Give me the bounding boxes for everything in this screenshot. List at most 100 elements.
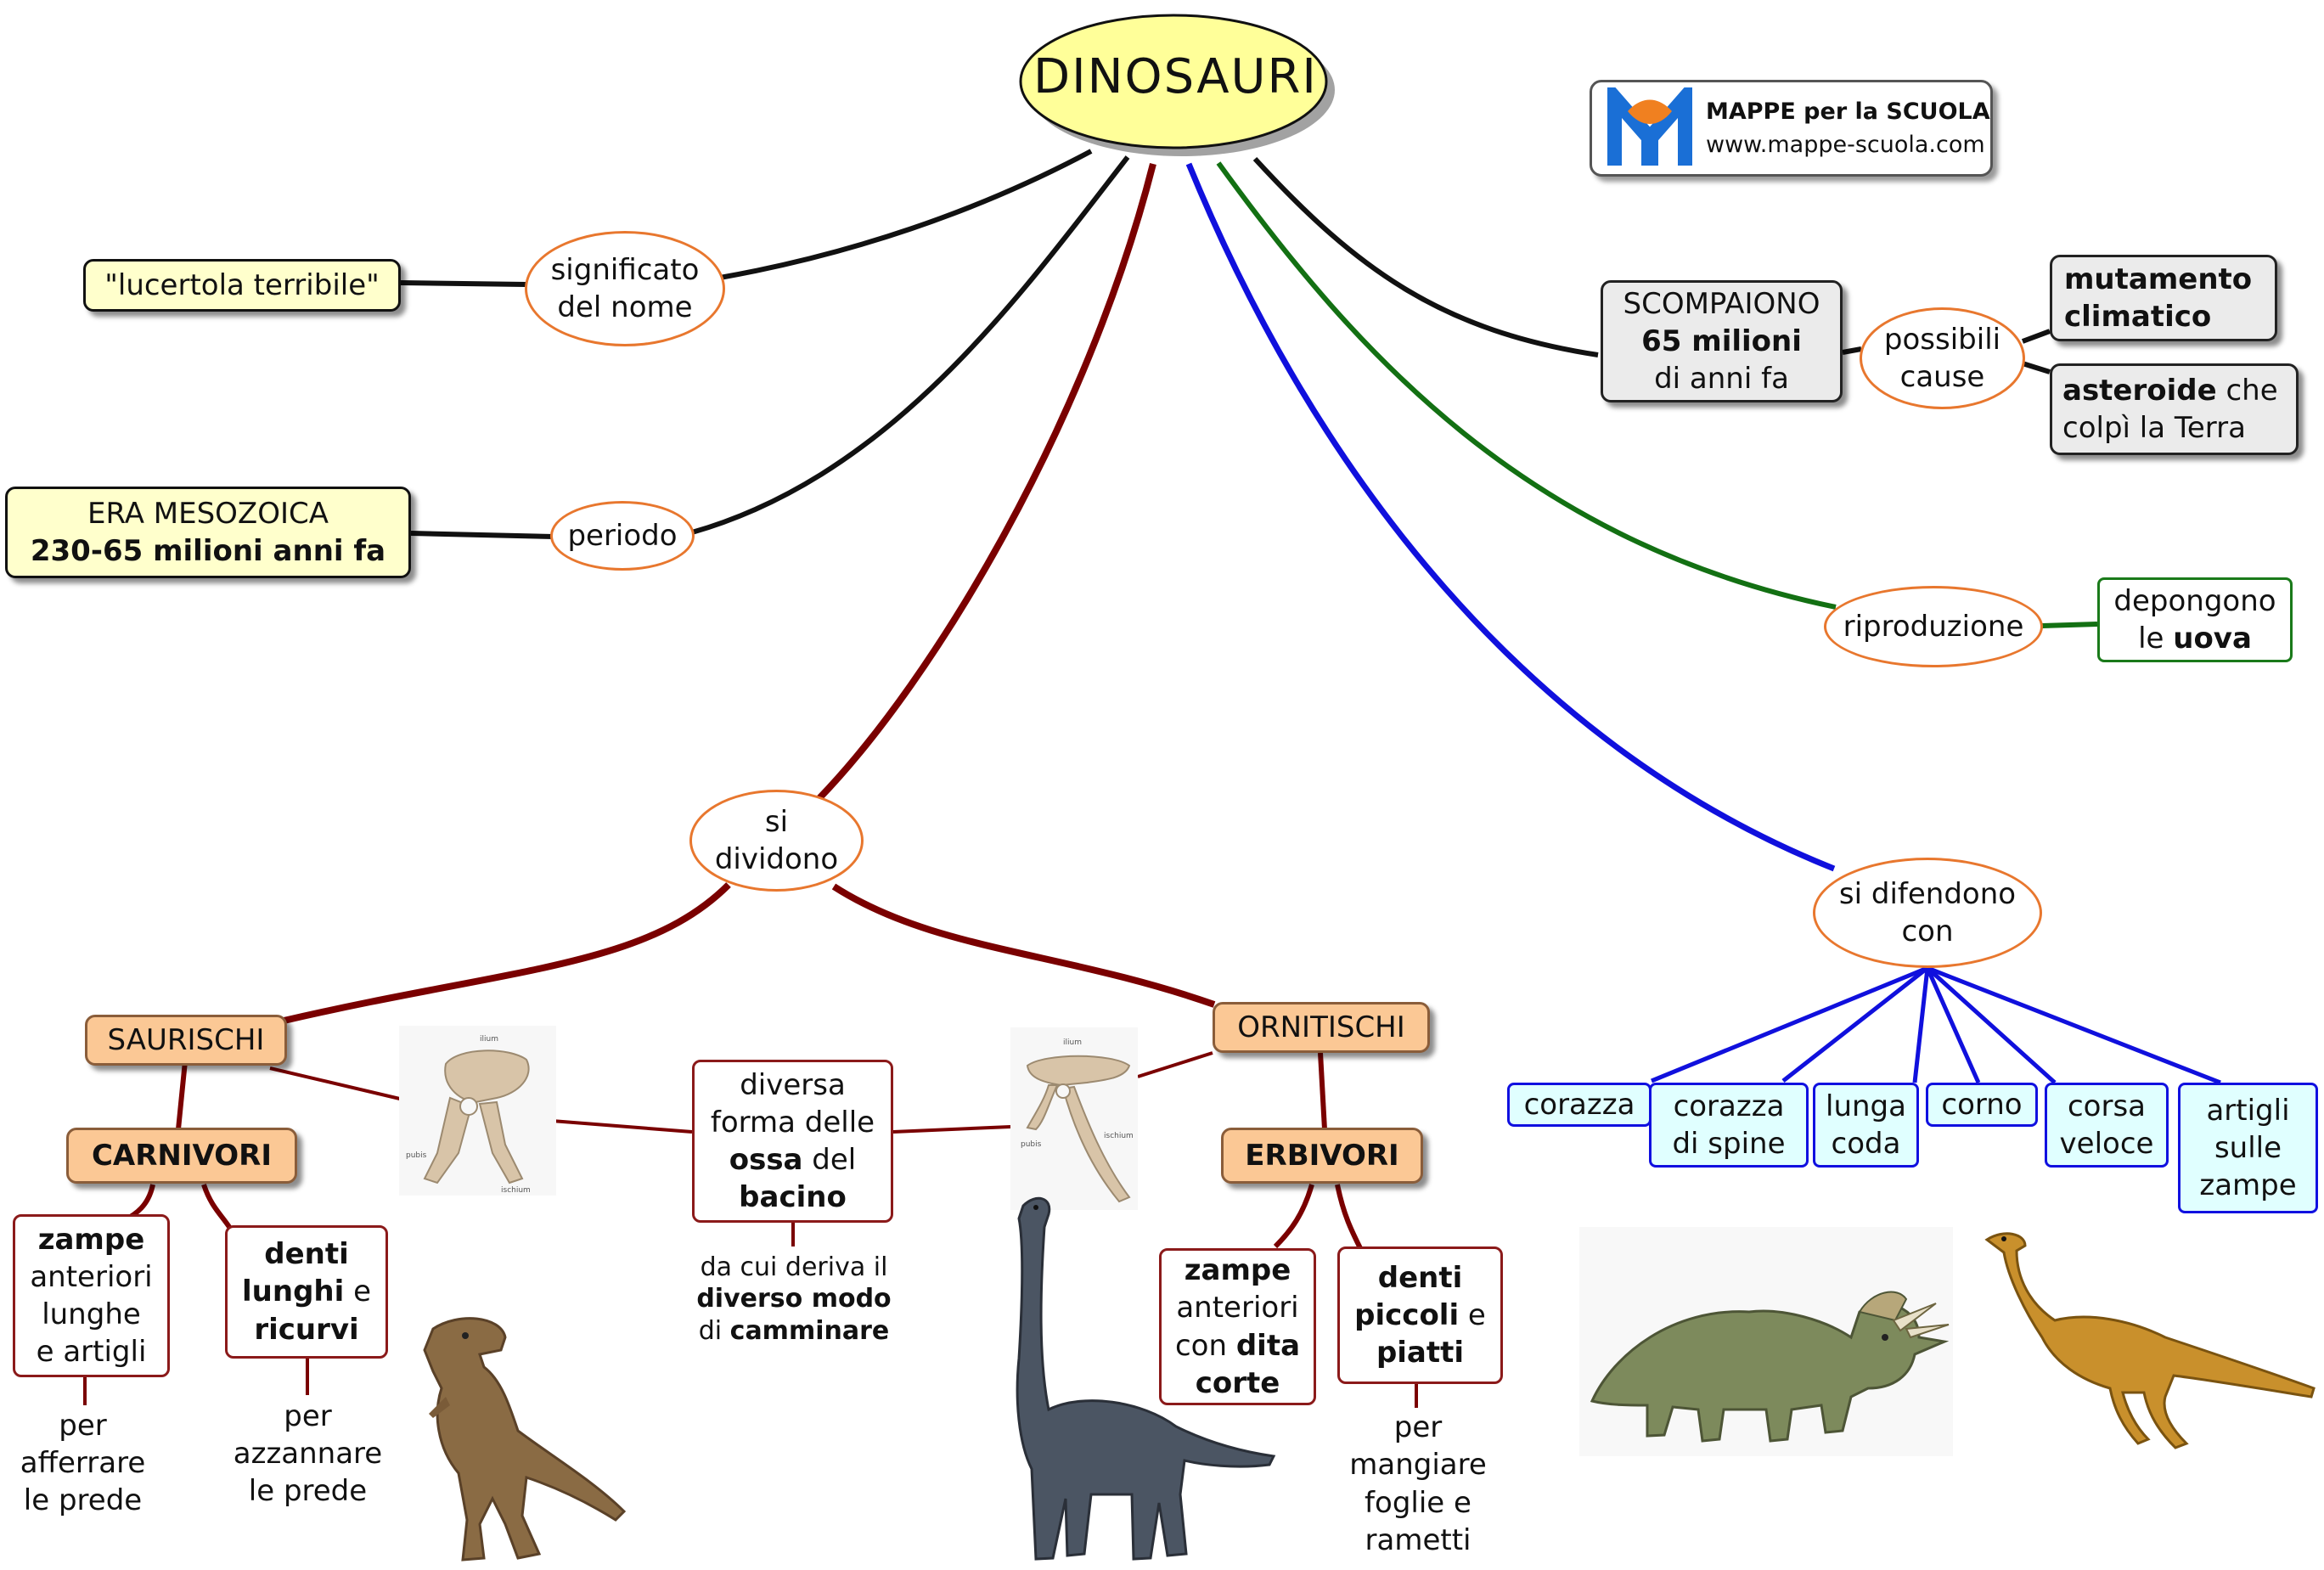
zampe-c-2: anteriori	[30, 1259, 153, 1294]
difesa-item-3-line-2: coda	[1831, 1127, 1901, 1161]
denti-e-1: denti	[1377, 1260, 1463, 1295]
zampe-e-3-plain: con	[1174, 1328, 1236, 1363]
denti-c-purpose-2: azzannare	[233, 1436, 383, 1471]
denti-carnivori-purpose: per azzannare le prede	[225, 1394, 391, 1513]
bacino-note-2: diverso modo	[696, 1284, 892, 1314]
link-root-periodo	[691, 155, 1130, 535]
logo-title: MAPPE per la SCUOLA	[1706, 98, 1990, 125]
bacino-note-3-plain: di	[698, 1315, 730, 1346]
cause-b-2: colpì la Terra	[2062, 411, 2246, 445]
denti-e-2-rest: e	[1459, 1297, 1486, 1332]
bacino-line-4: bacino	[739, 1180, 847, 1215]
bacino-note-1: da cui deriva il	[700, 1252, 888, 1282]
link-erbivori-denti	[1335, 1184, 1363, 1250]
link-periodo-value	[410, 531, 554, 539]
dividono-label-2: dividono	[714, 842, 839, 876]
link-dividono-saurischi	[279, 882, 731, 1025]
zampe-c-purpose-3: le prede	[23, 1483, 143, 1518]
difesa-item-6-line-3: zampe	[2199, 1168, 2297, 1203]
t-rex-illustration	[423, 1317, 627, 1562]
link-difendono-item-6	[1927, 965, 2221, 1085]
scompaiono-box: SCOMPAIONO 65 milioni di anni fa	[1601, 280, 1843, 402]
difesa-item-1-line-1: corazza	[1523, 1087, 1635, 1122]
zampe-c-4: e artigli	[36, 1335, 147, 1370]
link-root-riproduzione	[1216, 161, 1837, 610]
denti-e-purpose-1: per	[1393, 1410, 1443, 1445]
erbivori-label: ERBIVORI	[1245, 1138, 1399, 1173]
link-scompaiono-cause	[1842, 346, 1862, 355]
mappe-scuola-logo[interactable]: MAPPE per la SCUOLA www.mappe-scuola.com	[1590, 80, 1993, 177]
bacino-line-2: forma delle	[710, 1105, 875, 1140]
denti-e-purpose-2: mangiare	[1349, 1448, 1487, 1483]
triceratops-illustration	[1579, 1227, 1953, 1456]
brachiosaurus-illustration	[1016, 1196, 1276, 1561]
zampe-c-1: zampe	[37, 1222, 145, 1257]
zampe-e-1: zampe	[1184, 1253, 1291, 1288]
denti-c-2-rest: e	[344, 1275, 371, 1309]
root-oval-shape	[1019, 14, 1335, 156]
difesa-item-5-line-1: corsa	[2067, 1089, 2147, 1123]
riproduzione-value-2-plain: le	[2138, 622, 2174, 656]
link-saurischi-carnivori	[176, 1061, 188, 1130]
denti-c-3: ricurvi	[254, 1312, 359, 1347]
bacino-box: diversa forma delle ossa del bacino	[692, 1060, 893, 1223]
difesa-item-3-line-1: lunga	[1826, 1089, 1906, 1123]
bacino-note: da cui deriva il diverso modo di cammina…	[679, 1248, 909, 1350]
zampe-carnivori-purpose: per afferrare le prede	[0, 1404, 166, 1522]
carnivori-label: CARNIVORI	[91, 1138, 272, 1173]
periodo-node: periodo	[550, 501, 695, 571]
link-ornitischi-erbivori	[1318, 1052, 1327, 1130]
ornitischi-label: ORNITISCHI	[1237, 1010, 1405, 1044]
difesa-item-artigli: artigli sulle zampe	[2178, 1083, 2318, 1213]
significato-label-2: del nome	[557, 290, 693, 324]
root-title: DINOSAURI	[1033, 48, 1318, 104]
saurischi-box: SAURISCHI	[85, 1015, 287, 1066]
mappe-scuola-logo-icon	[1607, 87, 1692, 166]
denti-e-purpose-3: foglie e	[1365, 1485, 1471, 1520]
zampe-c-3: lunghe	[42, 1297, 141, 1331]
riproduzione-label: riproduzione	[1843, 609, 2024, 644]
link-carnivori-denti	[201, 1184, 232, 1229]
periodo-value-box: ERA MESOZOICA 230-65 milioni anni fa	[5, 487, 411, 578]
ornithischian-pelvis-illustration: ilium pubis ischium	[1010, 1027, 1138, 1210]
link-bacino-pelvis	[892, 1125, 1011, 1134]
denti-c-purpose-3: le prede	[248, 1474, 368, 1509]
difendono-label-1: si difendono	[1838, 876, 2017, 911]
scompaiono-line-2: 65 milioni	[1641, 324, 1802, 358]
cause-a-box: mutamento climatico	[2050, 255, 2277, 341]
difesa-item-4-line-1: corno	[1941, 1087, 2023, 1122]
difesa-item-corno: corno	[1926, 1083, 2038, 1127]
link-riproduzione-value	[2041, 622, 2098, 628]
dividono-node: si dividono	[689, 790, 864, 892]
link-root-scompaiono	[1252, 156, 1599, 357]
left-pelvis-label-ischium: ischium	[501, 1186, 531, 1195]
cause-node: possibili cause	[1860, 307, 2025, 409]
denti-e-purpose-4: rametti	[1365, 1522, 1471, 1557]
denti-e-2-bold: piccoli	[1354, 1297, 1460, 1332]
significato-value-box: "lucertola terribile"	[83, 259, 401, 312]
periodo-value-1: ERA MESOZOICA	[87, 496, 329, 531]
difesa-item-5-line-2: veloce	[2059, 1127, 2154, 1161]
ornitischi-box: ORNITISCHI	[1213, 1002, 1430, 1053]
link-cause-b	[2022, 361, 2051, 374]
zampe-e-2: anteriori	[1176, 1291, 1299, 1325]
denti-c-1: denti	[264, 1237, 349, 1272]
carnivori-box: CARNIVORI	[66, 1128, 297, 1184]
root-node: DINOSAURI	[1012, 14, 1339, 158]
denti-erbivori-purpose: per mangiare foglie e rametti	[1333, 1405, 1503, 1562]
right-pelvis-label-pubis: pubis	[1021, 1140, 1042, 1149]
zampe-carnivori-box: zampe anteriori lunghe e artigli	[13, 1214, 170, 1377]
cause-b-box: asteroide che colpì la Terra	[2050, 363, 2299, 455]
link-cause-a	[2021, 329, 2051, 344]
cause-label-1: possibili	[1883, 322, 2001, 357]
difesa-item-6-line-1: artigli	[2206, 1093, 2290, 1128]
difendono-node: si difendono con	[1813, 858, 2042, 968]
erbivori-box: ERBIVORI	[1221, 1128, 1423, 1184]
gallimimus-illustration	[1984, 1232, 2316, 1449]
link-pelvis-bacino	[551, 1119, 693, 1134]
difesa-item-6-line-2: sulle	[2214, 1130, 2282, 1165]
significato-value: "lucertola terribile"	[104, 267, 380, 302]
scompaiono-line-3: di anni fa	[1654, 362, 1789, 397]
right-pelvis-label-ilium: ilium	[1063, 1038, 1082, 1047]
link-erbivori-zampe	[1273, 1184, 1314, 1249]
